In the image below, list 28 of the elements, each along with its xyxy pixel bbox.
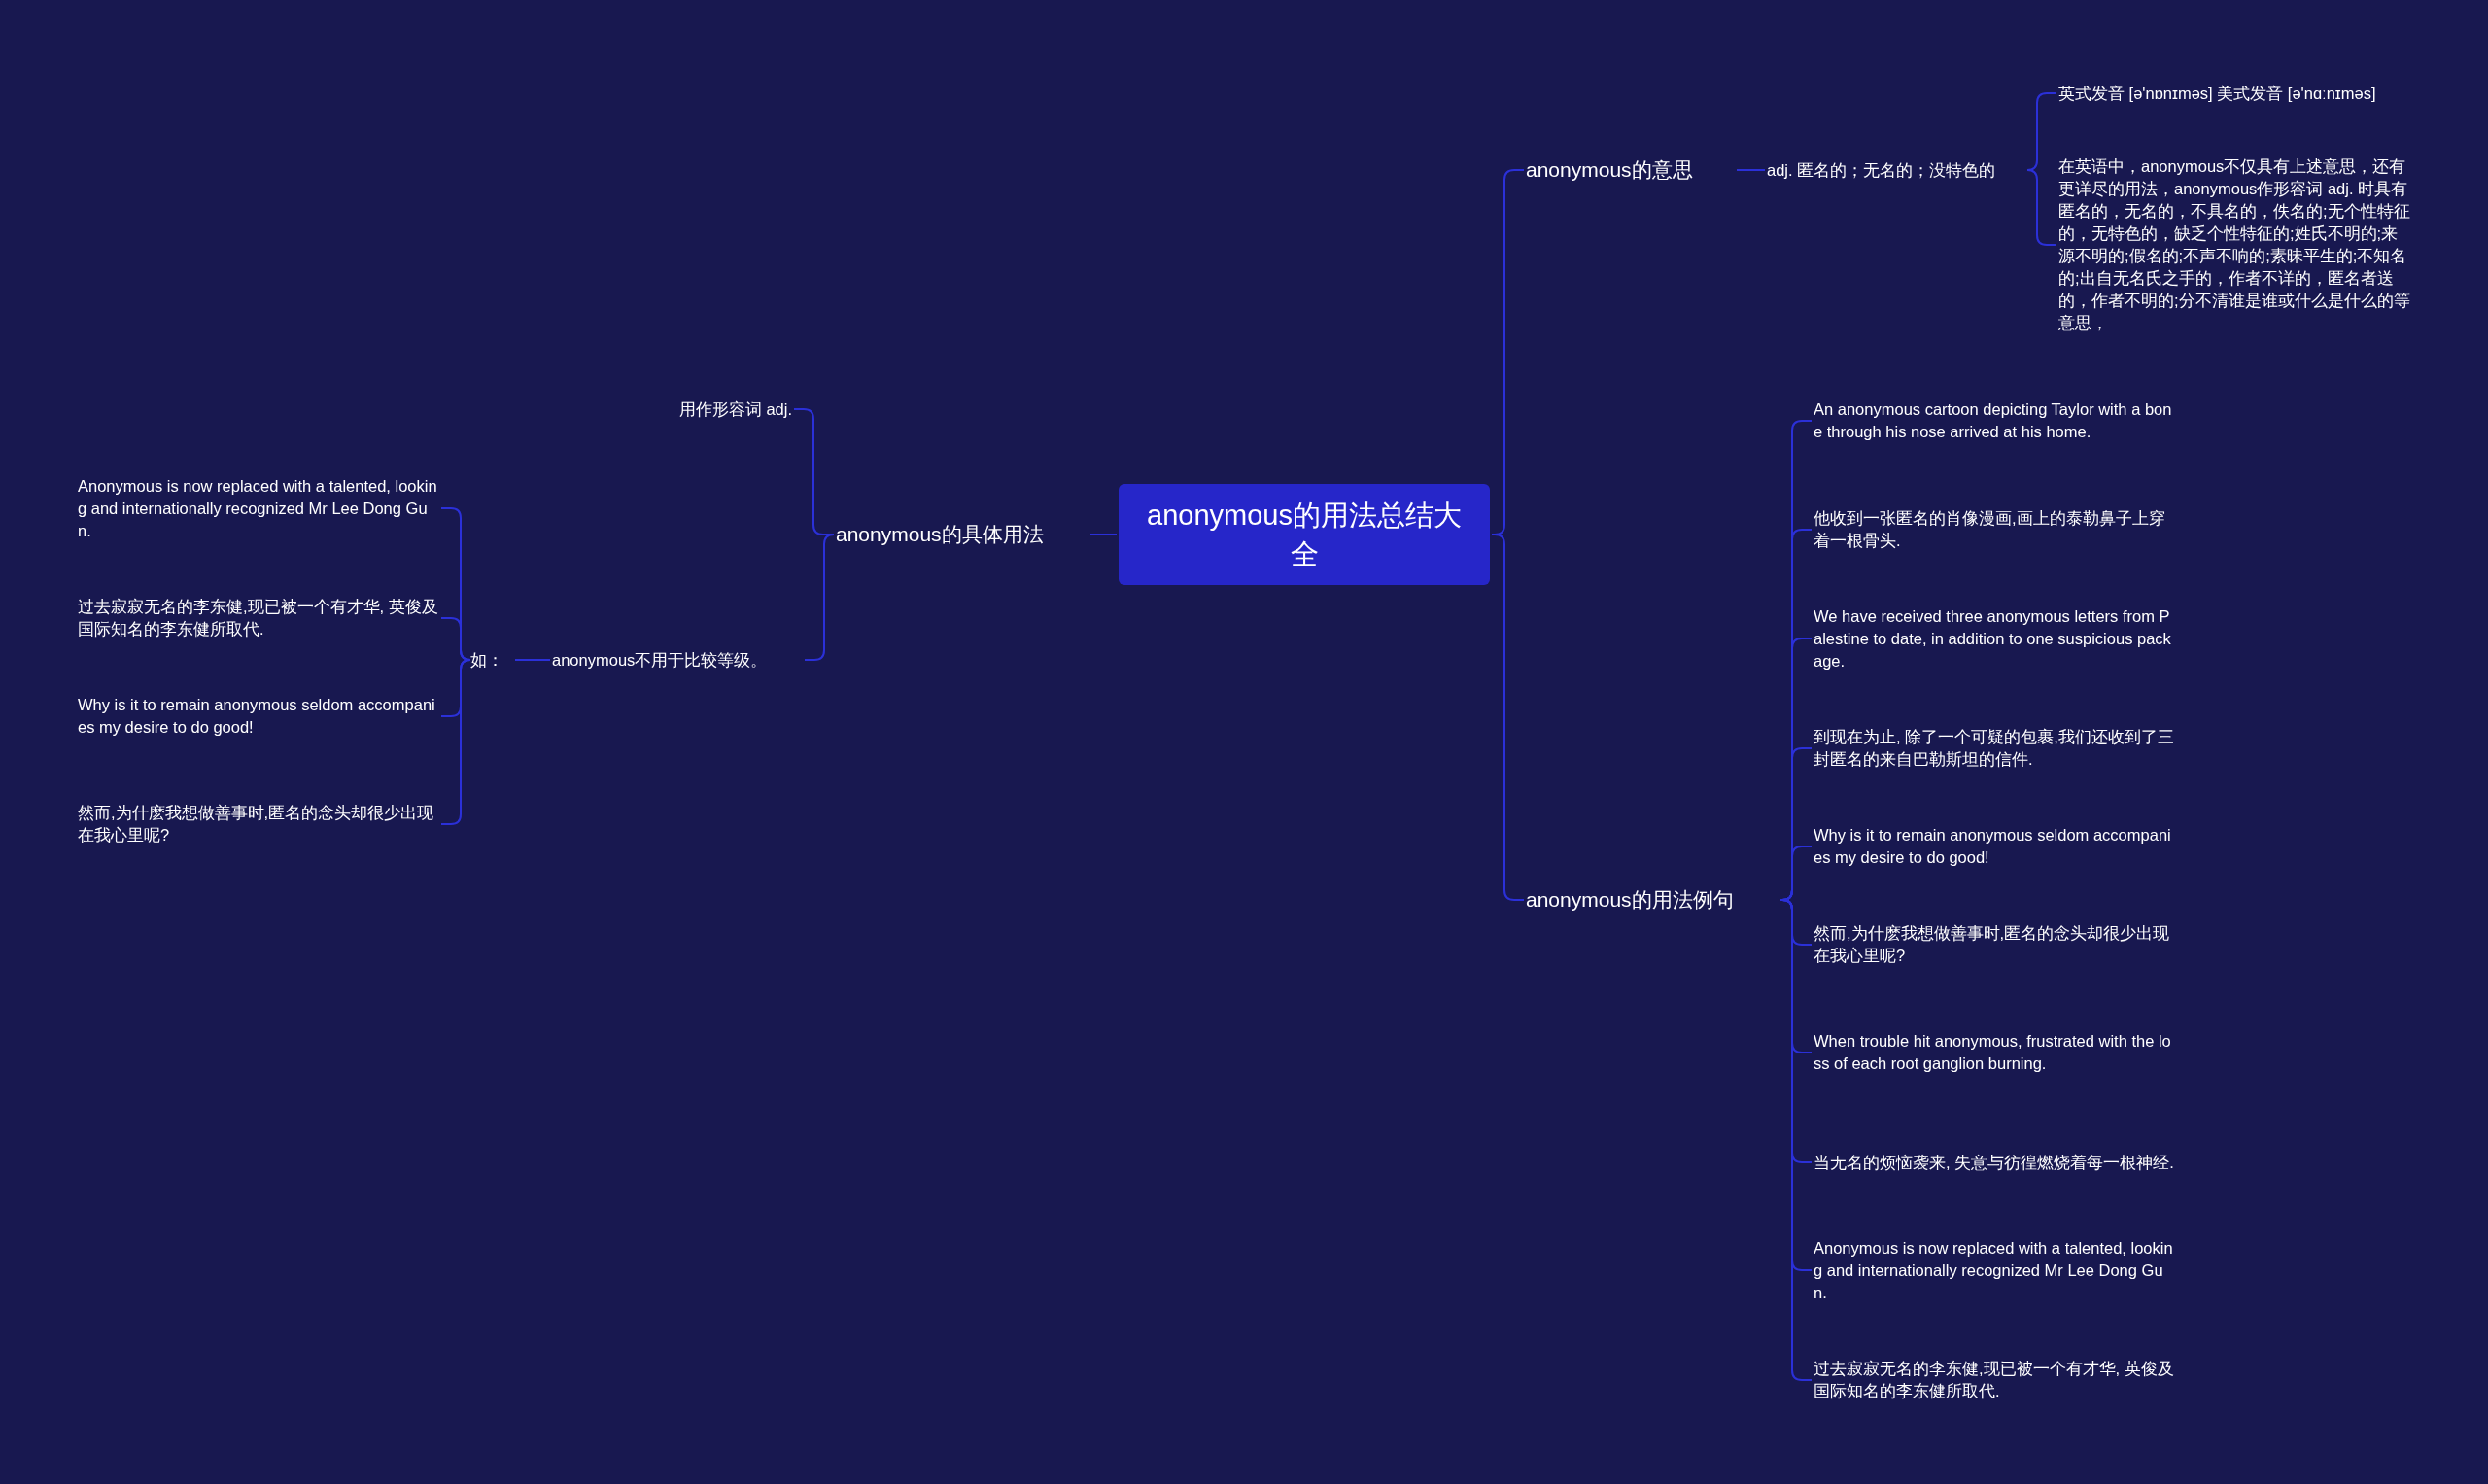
subtopic-text: Anonymous is now replaced with a talented, looking and internationally recognized Mr Lee Dong Gun. — [78, 474, 439, 542]
subtopic-text: 用作形容词 adj. — [583, 397, 792, 421]
subtopic-text: 当无名的烦恼袭来, 失意与彷徨燃烧着每一根神经. — [1814, 1151, 2175, 1174]
subtopic-text: 过去寂寂无名的李东健,现已被一个有才华, 英俊及国际知名的李东健所取代. — [78, 596, 439, 640]
subtopic-text: We have received three anonymous letters from Palestine to date, in addition to one suspicious package. — [1814, 604, 2175, 673]
connector-line — [1089, 534, 1118, 535]
connector-line — [514, 659, 551, 661]
subtopic-text: 他收到一张匿名的肖像漫画,画上的泰勒鼻子上穿着一根骨头. — [1814, 507, 2175, 552]
subtopic-text: 如： — [470, 648, 513, 672]
subtopic-text: Why is it to remain anonymous seldom accompanies my desire to do good! — [78, 694, 439, 739]
subtopic-text: Anonymous is now replaced with a talented, looking and internationally recognized Mr Lee Dong Gun. — [1814, 1236, 2175, 1304]
subtopic-text: 英式发音 [ə'nɒnɪməs] 美式发音 [ə'nɑːnɪməs] — [2058, 82, 2467, 105]
branch-topic: anonymous的意思 — [1526, 156, 1735, 184]
subtopic-text: 到现在为止, 除了一个可疑的包裹,我们还收到了三封匿名的来自巴勒斯坦的信件. — [1814, 726, 2175, 771]
subtopic-text: anonymous不用于比较等级。 — [552, 648, 803, 672]
subtopic-text: 然而,为什麽我想做善事时,匿名的念头却很少出现在我心里呢? — [78, 802, 439, 846]
branch-topic: anonymous的用法例句 — [1526, 886, 1779, 914]
subtopic-text: An anonymous cartoon depicting Taylor with a bone through his nose arrived at his home. — [1814, 398, 2175, 443]
branch-topic: anonymous的具体用法 — [836, 521, 1088, 548]
central-topic: anonymous的用法总结大全 — [1119, 484, 1490, 585]
subtopic-text: 在英语中，anonymous不仅具有上述意思，还有更详尽的用法，anonymous作形容词 adj. 时具有匿名的，无名的，不具名的，佚名的;无个性特征的，无特色的，缺乏个性特征的;姓氏不明的;来源不明的;假名的;不声不响的;素昧平生的;不知名的;出自无名氏之手的，作者不详的，匿名者送的，作者不明的;分不清谁是谁或什么是什么的等意思， — [2058, 155, 2410, 334]
subtopic-text: 过去寂寂无名的李东健,现已被一个有才华, 英俊及国际知名的李东健所取代. — [1814, 1358, 2175, 1402]
subtopic-text: Why is it to remain anonymous seldom accompanies my desire to do good! — [1814, 824, 2175, 869]
subtopic-text: 然而,为什麽我想做善事时,匿名的念头却很少出现在我心里呢? — [1814, 922, 2175, 967]
subtopic-text: When trouble hit anonymous, frustrated with the loss of each root ganglion burning. — [1814, 1030, 2175, 1075]
connector-line — [1736, 169, 1766, 171]
subtopic-text: adj. 匿名的；无名的；没特色的 — [1767, 158, 2031, 182]
connector-line — [1780, 899, 1813, 1381]
